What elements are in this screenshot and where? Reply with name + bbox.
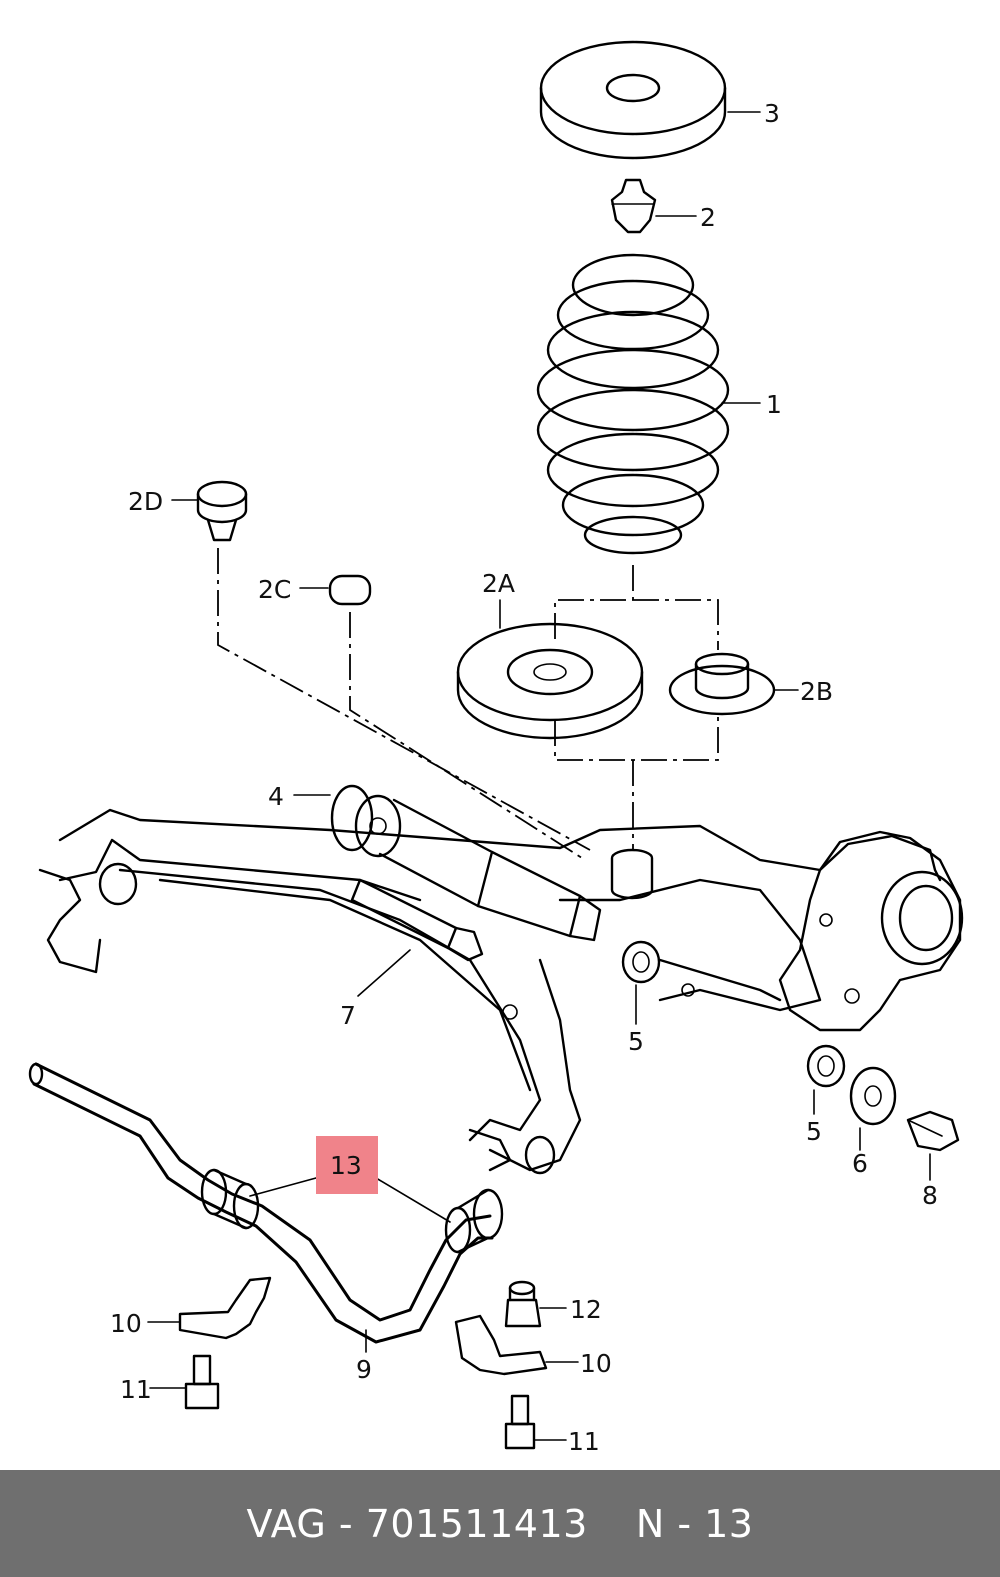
- label-2b: 2B: [800, 677, 833, 706]
- part-number-text: VAG - 701511413: [246, 1501, 588, 1546]
- label-1: 1: [766, 390, 782, 419]
- footer-bar: VAG - 701511413 N - 13: [0, 1470, 1000, 1577]
- label-10-left: 10: [110, 1309, 142, 1338]
- label-10-right: 10: [580, 1349, 612, 1378]
- label-5-upper: 5: [628, 1027, 644, 1056]
- label-2a: 2A: [482, 569, 515, 598]
- cap-2c: [328, 574, 372, 606]
- spring-pad-3: [539, 40, 727, 160]
- spring-seat-2b: [668, 652, 776, 716]
- stabilizer-bushing-13-left: [200, 1168, 260, 1230]
- coil-spring-1: [536, 253, 730, 555]
- spring-seat-2a: [456, 622, 644, 740]
- label-2: 2: [700, 203, 716, 232]
- bump-stop-bushing: [610, 848, 654, 900]
- stabilizer-bushing-13-right: [444, 1188, 504, 1254]
- label-11-left: 11: [120, 1375, 152, 1404]
- highlight-box-13: [316, 1136, 378, 1194]
- label-4: 4: [268, 782, 284, 811]
- label-11-right: 11: [568, 1427, 600, 1456]
- label-12: 12: [570, 1295, 602, 1324]
- shock-absorber-4: [330, 784, 602, 942]
- label-5-lower: 5: [806, 1117, 822, 1146]
- position-text: N - 13: [635, 1501, 754, 1546]
- bolt-8: [906, 1110, 960, 1152]
- stabilizer-bar-9: [28, 1062, 494, 1344]
- bolt-11-left: [184, 1354, 220, 1410]
- assembly-lines: [217, 548, 719, 859]
- plug-2d: [196, 480, 248, 542]
- label-13: 13: [330, 1151, 362, 1180]
- leader-lines: [147, 111, 931, 1441]
- parts-diagram: 3 2 1 2D 2C 2A 2B 4 7 5 5 6 8 13 10 10 9…: [28, 40, 964, 1456]
- nut-12: [504, 1280, 542, 1328]
- label-9: 9: [356, 1355, 372, 1384]
- label-7: 7: [340, 1001, 356, 1030]
- label-2d: 2D: [128, 487, 163, 516]
- wheel-hub: [778, 830, 964, 1032]
- clamp-10-left: [178, 1276, 272, 1340]
- bump-stop-2: [610, 178, 657, 234]
- label-8: 8: [922, 1181, 938, 1210]
- washer-5-lower: [806, 1044, 846, 1088]
- label-6: 6: [852, 1149, 868, 1178]
- bolt-7: [350, 878, 484, 962]
- bolt-11-right: [504, 1394, 536, 1450]
- label-2c: 2C: [258, 575, 291, 604]
- washer-5-upper: [621, 940, 661, 984]
- clamp-10-right: [454, 1314, 548, 1376]
- label-3: 3: [764, 99, 780, 128]
- washer-6: [849, 1066, 897, 1126]
